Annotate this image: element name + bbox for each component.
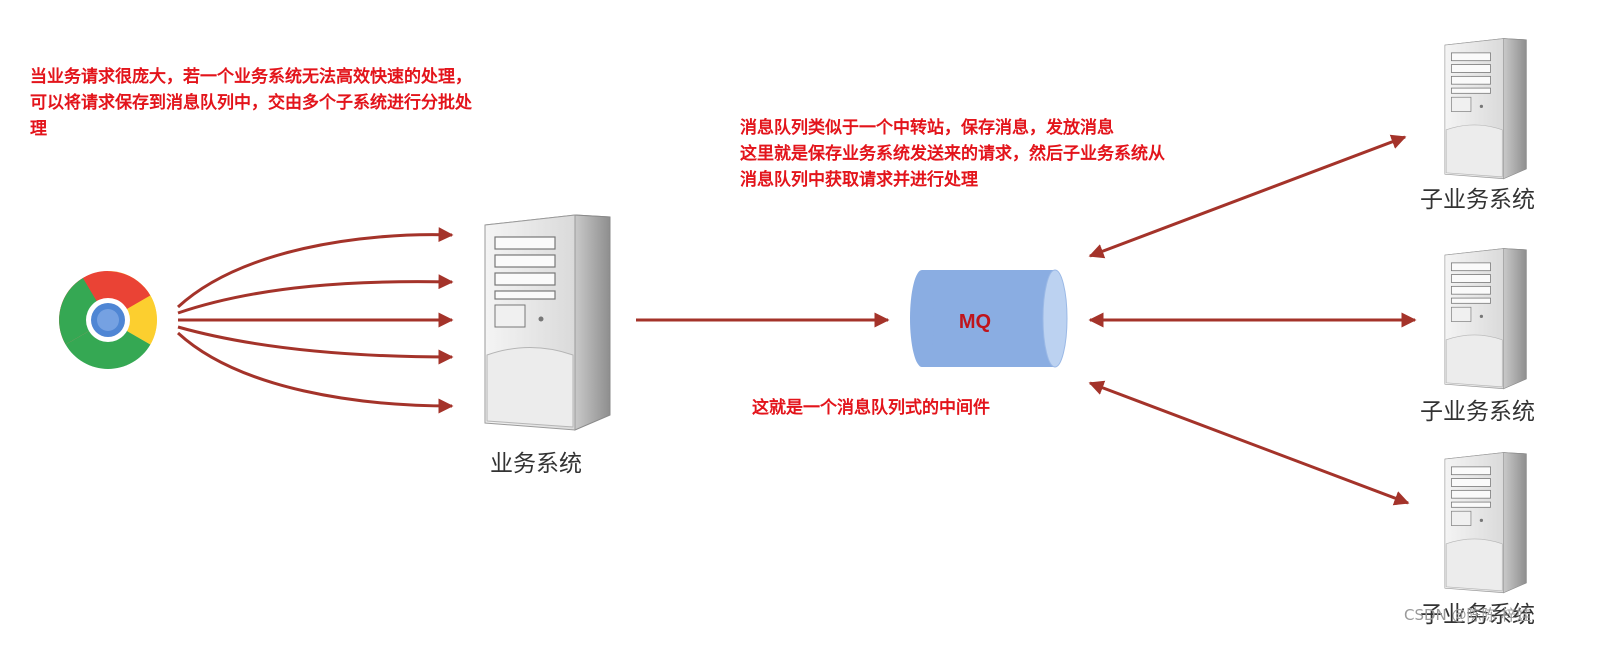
business-system-label: 业务系统 — [490, 451, 582, 477]
watermark: CSDN @陈陈 梓娃 — [1404, 606, 1532, 624]
request-arrow — [176, 227, 454, 309]
sub-server-icon — [1444, 38, 1527, 180]
arrow-mq-sub1 — [1088, 134, 1407, 259]
top-left-annotation: 当业务请求很庞大，若一个业务系统无法高效快速的处理， 可以将请求保存到消息队列中… — [30, 67, 472, 139]
sub-system-label: 子业务系统 — [1420, 187, 1535, 213]
arrow-mq-sub3 — [1088, 380, 1410, 506]
mq-label: MQ — [959, 311, 991, 333]
request-arrows — [176, 227, 454, 414]
business-server-icon — [484, 214, 611, 431]
sub-server-icon — [1444, 248, 1527, 390]
sub-system-label: 子业务系统 — [1420, 399, 1535, 425]
request-arrow — [177, 274, 454, 315]
request-arrow — [177, 325, 454, 365]
mq-annotation: 消息队列类似于一个中转站，保存消息，发放消息 这里就是保存业务系统发送来的请求，… — [740, 118, 1165, 190]
sub-server-icon — [1444, 452, 1527, 594]
request-arrow — [176, 331, 454, 414]
middleware-annotation: 这就是一个消息队列式的中间件 — [752, 398, 990, 418]
sub-system-label: 子业务系统 — [1420, 602, 1535, 628]
mq-node: MQ — [910, 269, 1068, 368]
mq-subsystem-arrows — [1088, 134, 1417, 506]
chrome-icon — [59, 271, 157, 369]
